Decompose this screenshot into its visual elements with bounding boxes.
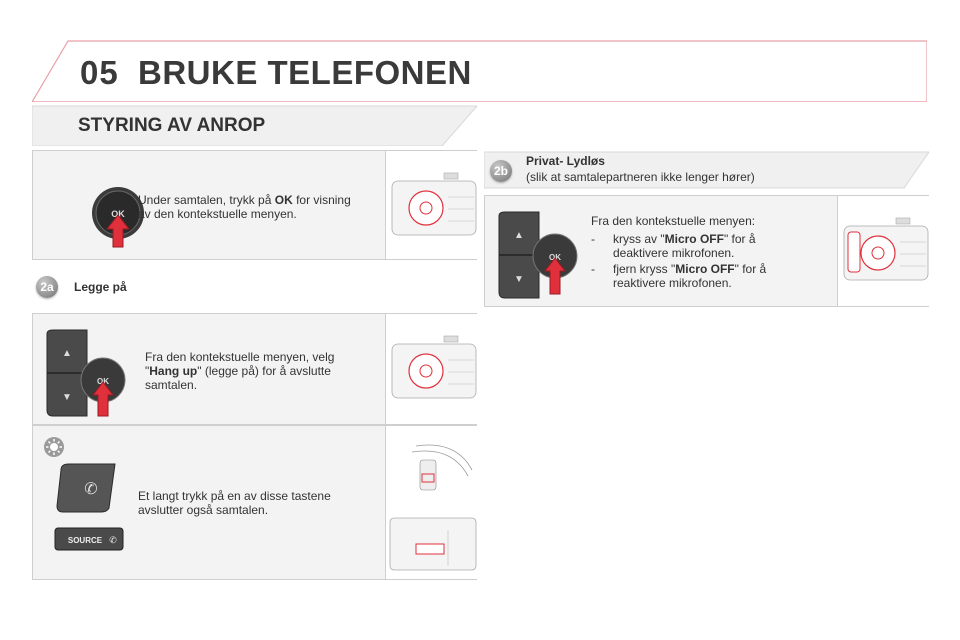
step1-panel: OK Under samtalen, trykk på OK for visni… <box>32 150 477 260</box>
step2b-intro: Fra den kontekstuelle menyen: <box>591 214 756 228</box>
steering-control-image: ▲ ▼ OK <box>498 211 578 299</box>
step2a-text-line3: samtalen. <box>145 378 198 392</box>
down-arrow-icon: ▼ <box>514 274 524 285</box>
step1-text-line2: av den kontekstuelle menyen. <box>138 207 297 221</box>
source-label: SOURCE <box>68 536 103 545</box>
ok-button-image: OK <box>92 187 144 248</box>
list-bullet: - <box>591 232 595 246</box>
step2b-item2-line2: reaktivere mikrofonen. <box>613 276 732 290</box>
dashboard-thumbnail-2b <box>837 196 929 306</box>
tip-text-line2: avslutter også samtalen. <box>138 503 269 517</box>
dashboard-thumbnail-tip <box>385 426 477 579</box>
phone-icon: ✆ <box>84 481 97 498</box>
step2a-text-line1: Fra den kontekstuelle menyen, velg <box>145 350 335 364</box>
step-badge-2a: 2a <box>36 276 58 298</box>
step2b-heading: Privat- Lydløs <box>526 154 605 168</box>
steering-control-image: ▲ ▼ OK <box>46 329 126 417</box>
section-title: STYRING AV ANROP <box>78 115 266 136</box>
step1-text-line1: Under samtalen, trykk på OK for visning <box>138 193 351 207</box>
list-bullet: - <box>591 262 595 276</box>
source-button-image: SOURCE ✆ <box>54 527 124 551</box>
section-heading-frame <box>32 105 477 146</box>
ok-label: OK <box>111 209 125 219</box>
step-badge-2b: 2b <box>490 160 512 182</box>
lightbulb-icon <box>44 437 64 457</box>
step2a-heading: Legge på <box>74 280 127 294</box>
step2b-item2-line1: fjern kryss "Micro OFF" for å <box>613 262 767 276</box>
step2b-panel: ▲ ▼ OK Fra den kontekstuelle menyen: - k… <box>484 195 929 307</box>
step2a-text-line2: "Hang up" (legge på) for å avslutte <box>145 364 331 378</box>
header-frame <box>32 40 927 102</box>
phone-button-image: ✆ <box>56 463 116 513</box>
step2b-heading-frame <box>484 151 929 189</box>
down-arrow-icon: ▼ <box>62 392 72 403</box>
dashboard-thumbnail-1 <box>385 151 477 259</box>
chapter-number: 05 <box>80 54 119 91</box>
dashboard-thumbnail-2a <box>385 314 477 424</box>
step2b-item1-line1: kryss av "Micro OFF" for å <box>613 232 756 246</box>
step2b-item1-line2: deaktivere mikrofonen. <box>613 246 735 260</box>
up-arrow-icon: ▲ <box>62 348 72 359</box>
tip-panel: ✆ SOURCE ✆ Et langt trykk på en av disse… <box>32 425 477 580</box>
step2b-subheading: (slik at samtalepartneren ikke lenger hø… <box>526 170 755 184</box>
page-title: BRUKE TELEFONEN <box>138 54 472 91</box>
step2a-panel: ▲ ▼ OK Fra den kontekstuelle menyen, vel… <box>32 313 477 425</box>
up-arrow-icon: ▲ <box>514 230 524 241</box>
phone-icon: ✆ <box>109 535 117 545</box>
tip-text-line1: Et langt trykk på en av disse tastene <box>138 489 331 503</box>
